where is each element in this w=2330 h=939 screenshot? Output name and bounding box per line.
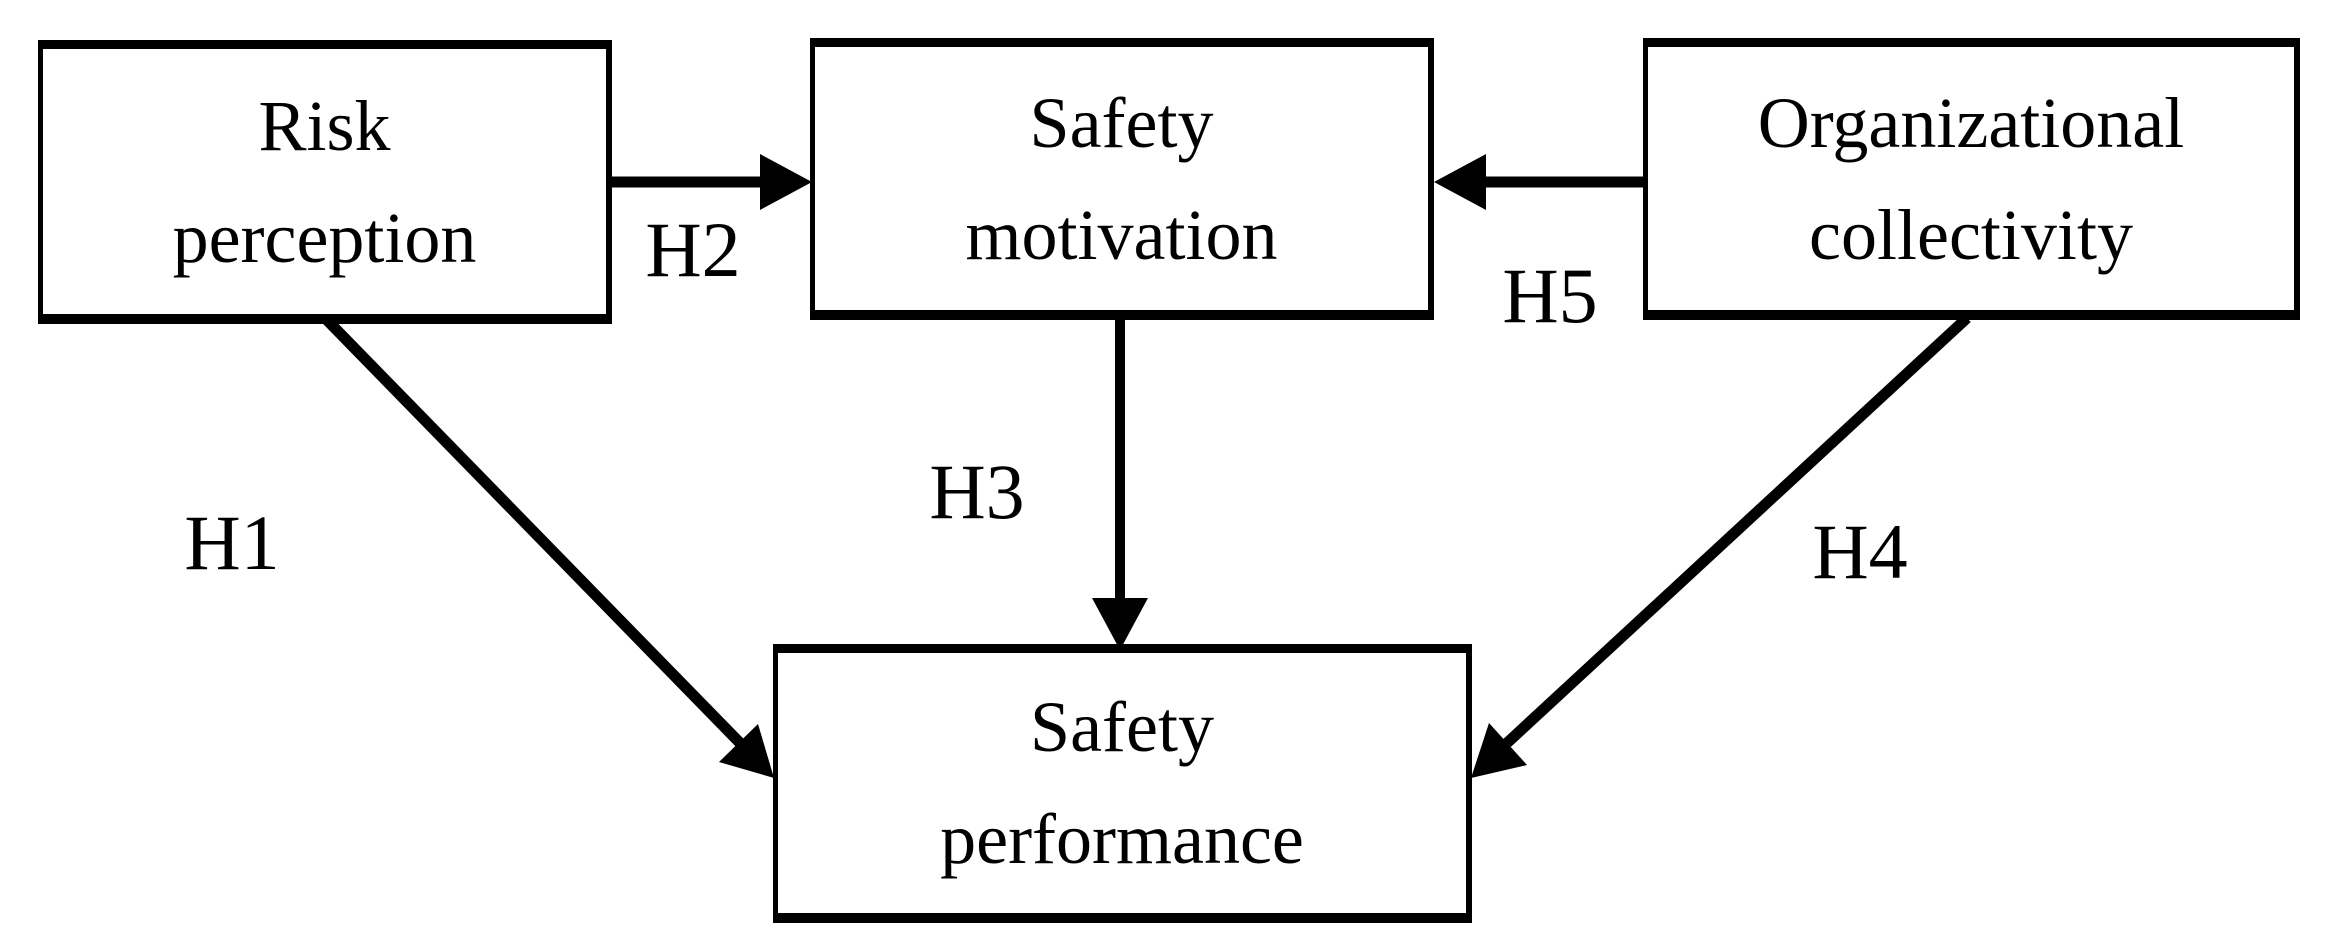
edge-h4-arrow (1471, 313, 1971, 778)
node-safety-performance-line2: performance (940, 799, 1304, 879)
edge-h5-arrow (1434, 154, 1645, 210)
edge-h3-label: H3 (929, 448, 1025, 535)
edge-h3-arrowhead (1092, 598, 1148, 650)
edge-h1-arrowhead (719, 724, 774, 778)
edge-h5-label: H5 (1502, 252, 1598, 339)
node-safety-motivation-line1: Safety (1029, 82, 1214, 163)
node-safety-motivation-line2: motivation (965, 194, 1278, 275)
edge-h3-arrow (1092, 318, 1148, 650)
edge-h2-arrowhead (760, 154, 812, 210)
node-organizational-collectivity-line2: collectivity (1809, 194, 2133, 275)
edge-h4-arrowhead (1471, 723, 1527, 778)
node-risk-perception: Risk perception (38, 40, 612, 324)
node-safety-motivation: Safety motivation (810, 38, 1434, 320)
edge-h2-label: H2 (645, 206, 741, 293)
edge-h1-arrow (321, 314, 774, 778)
edge-h5-arrowhead (1434, 154, 1486, 210)
node-safety-performance: Safety performance (773, 644, 1472, 923)
edge-h1-line (321, 314, 744, 747)
edge-h4-line (1503, 313, 1971, 748)
node-risk-perception-line1: Risk (258, 85, 391, 166)
edge-h2-arrow (610, 154, 812, 210)
edge-h1-label: H1 (184, 499, 280, 586)
node-organizational-collectivity: Organizational collectivity (1643, 38, 2300, 320)
node-organizational-collectivity-line1: Organizational (1757, 82, 2185, 163)
node-safety-performance-line1: Safety (1030, 687, 1214, 767)
node-risk-perception-line2: perception (172, 197, 477, 278)
edge-h4-label: H4 (1812, 508, 1908, 595)
